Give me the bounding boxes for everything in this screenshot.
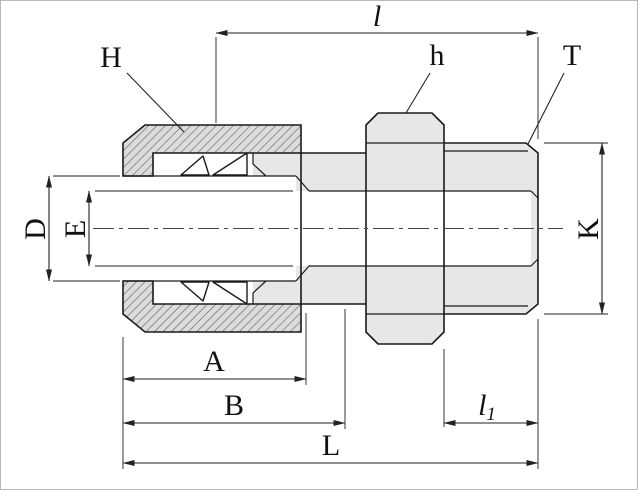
bore-shoulder-lines xyxy=(295,175,310,282)
dim-label-D: D xyxy=(19,218,52,240)
back-ferrule-bottom xyxy=(180,281,210,302)
dim-label-l1: l1 xyxy=(478,389,496,425)
nut-outline-bottom xyxy=(122,280,302,333)
nut-section-bottom xyxy=(123,281,301,332)
dim-label-A: A xyxy=(203,345,225,378)
dim-label-B: B xyxy=(224,389,244,422)
back-ferrule-top xyxy=(180,155,210,176)
thread-minor-lines xyxy=(444,150,528,307)
dim-label-E: E xyxy=(59,220,92,238)
through-bore-lines xyxy=(309,190,531,267)
leader-h xyxy=(405,72,431,114)
nut-section-top xyxy=(123,125,301,176)
front-ferrule-bottom xyxy=(212,281,248,305)
dim-label-T: T xyxy=(563,39,581,72)
dim-label-l: l xyxy=(373,1,381,33)
dim-label-H: H xyxy=(100,41,122,74)
dim-label-h: h xyxy=(430,39,445,72)
hex-outline xyxy=(365,112,445,345)
nut-outline-top xyxy=(122,124,302,177)
dim-label-K: K xyxy=(572,218,605,240)
dim-label-l1-main: l xyxy=(478,389,486,422)
thread-outline xyxy=(444,142,539,315)
dim-label-L: L xyxy=(322,429,340,462)
extension-lines xyxy=(53,37,608,469)
hex-flat-lines xyxy=(366,142,444,315)
bore-chamfer-lines xyxy=(530,190,539,267)
neck-outline xyxy=(301,152,366,305)
tube-bore-lines xyxy=(123,175,296,282)
front-ferrule-top xyxy=(212,152,248,176)
dim-label-l1-sub: 1 xyxy=(486,404,496,425)
nose-seat-lines xyxy=(252,153,267,304)
leader-T xyxy=(527,72,565,145)
leader-H xyxy=(126,72,185,133)
